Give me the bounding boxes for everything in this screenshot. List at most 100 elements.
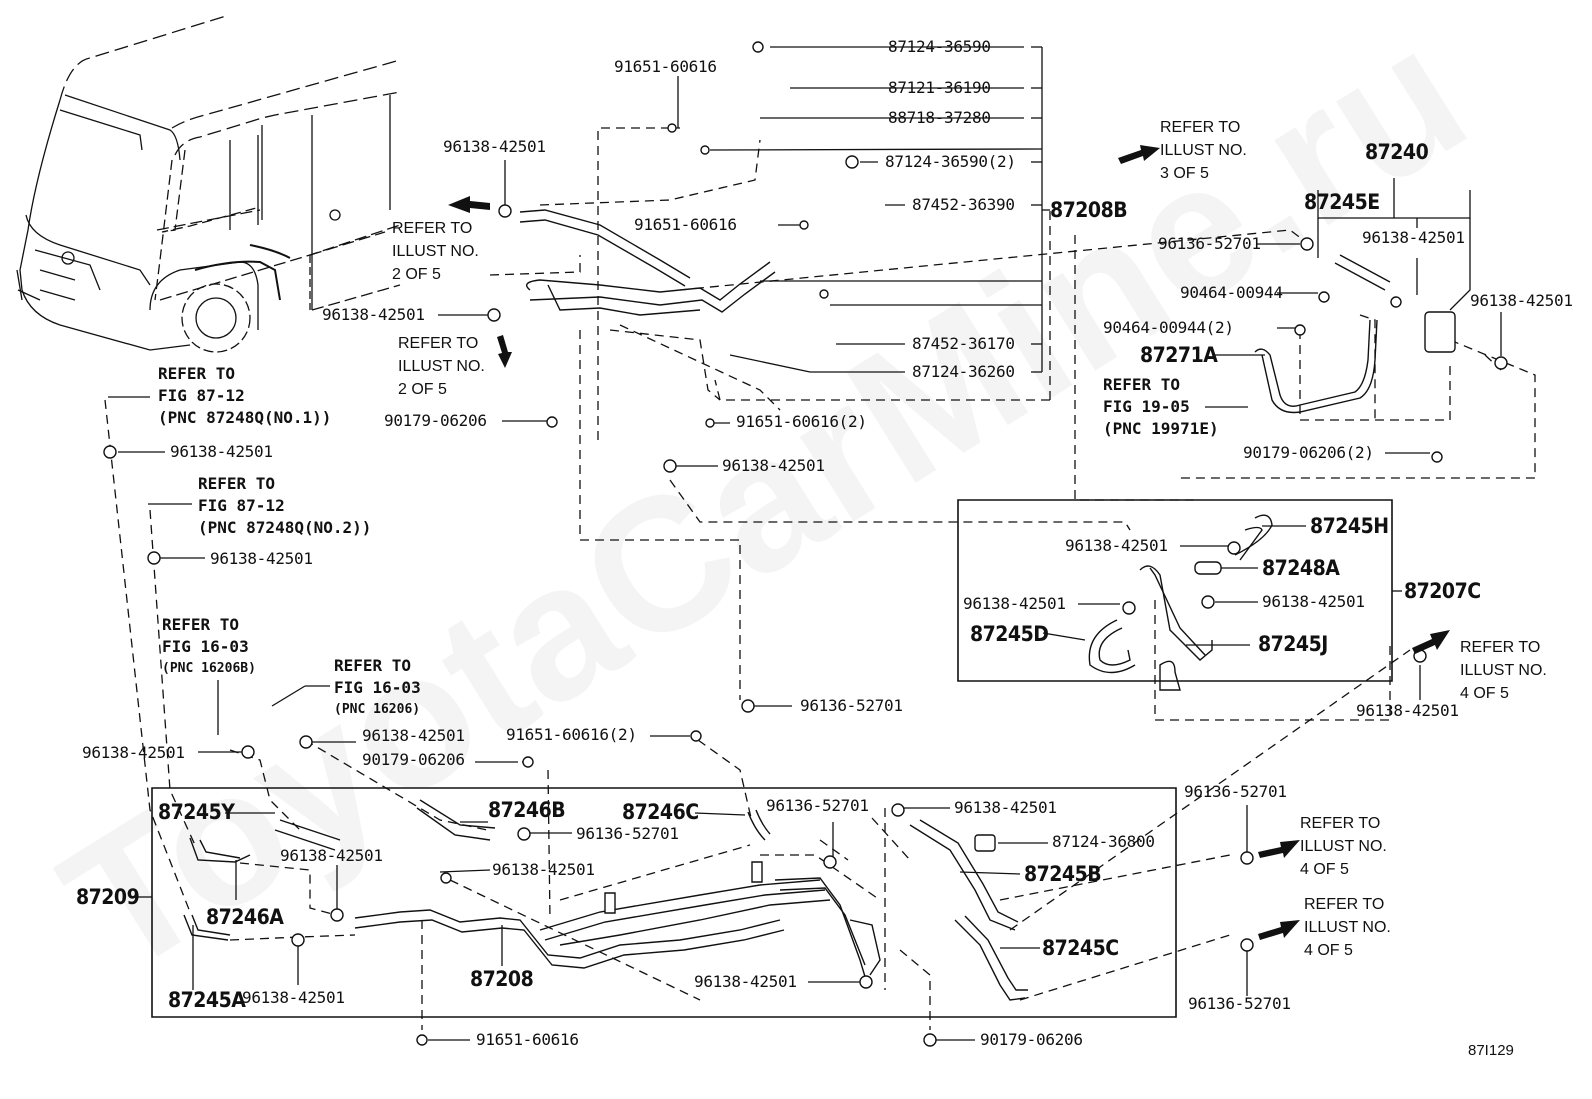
reference-illust-4-of-5-a[interactable]: REFER TO ILLUST NO. 4 OF 5 <box>1460 639 1547 702</box>
part-label-87124-36260[interactable]: 87124-36260 <box>912 362 1015 381</box>
part-label-87246C[interactable]: 87246C <box>622 800 699 824</box>
part-label-96138-42501-left-b[interactable]: 96138-42501 <box>210 549 313 568</box>
part-label-96138-42501-box-c[interactable]: 96138-42501 <box>492 860 595 879</box>
part-label-91651-60616-2-mid[interactable]: 91651-60616(2) <box>506 725 637 744</box>
part-label-87246B[interactable]: 87246B <box>488 798 566 822</box>
reference-illust-4-of-5-c[interactable]: REFER TO ILLUST NO. 4 OF 5 <box>1304 896 1391 959</box>
clamp-icon <box>1122 601 1136 615</box>
part-label-96138-42501-sub-a[interactable]: 96138-42501 <box>1065 536 1168 555</box>
reference-fig-16-03-line1: REFER TO <box>334 656 412 675</box>
part-label-87452-36390[interactable]: 87452-36390 <box>912 195 1015 214</box>
part-label-96138-42501-sub-b[interactable]: 96138-42501 <box>1262 592 1365 611</box>
reference-illust-2-of-5-a[interactable]: REFER TO ILLUST NO. 2 OF 5 <box>392 220 479 283</box>
part-label-90179-06206-2[interactable]: 90179-06206(2) <box>1243 443 1374 462</box>
part-label-87245Y[interactable]: 87245Y <box>158 800 235 824</box>
reference-illust-2-of-5-b[interactable]: REFER TO ILLUST NO. 2 OF 5 <box>398 335 485 398</box>
part-label-90464-00944-2[interactable]: 90464-00944(2) <box>1103 318 1234 337</box>
part-label-96138-42501-left[interactable]: 96138-42501 <box>322 305 425 324</box>
reference-fig-16-03[interactable]: REFER TO FIG 16-03 (PNC 16206) <box>334 655 421 721</box>
clamp-icon <box>487 308 501 322</box>
part-label-96136-52701-valve[interactable]: 96136-52701 <box>1158 234 1261 253</box>
bracket-icon <box>752 862 762 882</box>
part-label-87245A[interactable]: 87245A <box>168 988 246 1012</box>
reference-fig-19-05-line3: (PNC 19971E) <box>1103 419 1219 438</box>
part-label-96136-52701-right-top[interactable]: 96136-52701 <box>1184 782 1287 801</box>
part-label-91651-60616-bottom[interactable]: 91651-60616 <box>476 1030 579 1049</box>
part-label-87245J[interactable]: 87245J <box>1258 632 1328 656</box>
part-label-96138-42501-box-d[interactable]: 96138-42501 <box>242 988 345 1007</box>
clamp-icon <box>440 872 452 884</box>
reference-fig-87-12-no2[interactable]: REFER TO FIG 87-12 (PNC 87248Q(NO.2)) <box>198 473 371 539</box>
part-label-88718-37280[interactable]: 88718-37280 <box>888 108 991 127</box>
part-label-96138-42501-sub-c[interactable]: 96138-42501 <box>963 594 1066 613</box>
part-label-87245E[interactable]: 87245E <box>1304 190 1380 214</box>
reference-fig-16-03-b-line1: REFER TO <box>162 615 240 634</box>
clamp-icon <box>517 827 531 841</box>
clamp-icon <box>330 908 344 922</box>
grommet-icon <box>1431 451 1443 463</box>
part-label-96136-52701-right-bottom[interactable]: 96136-52701 <box>1188 994 1291 1013</box>
part-label-87124-36590-2[interactable]: 87124-36590(2) <box>885 152 1016 171</box>
reference-fig-87-12-no1-line2: FIG 87-12 <box>158 386 245 405</box>
reference-fig-19-05[interactable]: REFER TO FIG 19-05 (PNC 19971E) <box>1103 374 1219 440</box>
reference-fig-16-03-b-line2: FIG 16-03 <box>162 637 249 656</box>
part-label-91651-60616-2-top[interactable]: 91651-60616(2) <box>736 412 867 431</box>
part-label-87248A[interactable]: 87248A <box>1262 556 1340 580</box>
part-label-90179-06206-bottom[interactable]: 90179-06206 <box>980 1030 1083 1049</box>
assembly-label-87207C[interactable]: 87207C <box>1404 579 1481 603</box>
assembly-label-87240[interactable]: 87240 <box>1365 140 1429 164</box>
part-label-96138-42501-box-b[interactable]: 96138-42501 <box>280 846 383 865</box>
arrows <box>448 145 1450 940</box>
bolt-icon <box>667 123 677 133</box>
assembly-label-87209[interactable]: 87209 <box>76 885 140 909</box>
reference-fig-87-12-no1[interactable]: REFER TO FIG 87-12 (PNC 87248Q(NO.1)) <box>158 363 331 429</box>
reference-illust-3-of-5[interactable]: REFER TO ILLUST NO. 3 OF 5 <box>1160 119 1247 182</box>
clip-icon <box>845 155 859 169</box>
part-label-87124-36590[interactable]: 87124-36590 <box>888 37 991 56</box>
part-label-87245C[interactable]: 87245C <box>1042 936 1119 960</box>
pipe-shapes <box>184 210 1390 1000</box>
clip-icon <box>741 699 755 713</box>
reference-fig-87-12-no2-line2: FIG 87-12 <box>198 496 285 515</box>
part-label-90179-06206-top[interactable]: 90179-06206 <box>384 411 487 430</box>
part-label-96136-52701-box-b[interactable]: 96136-52701 <box>766 796 869 815</box>
part-label-96138-42501-center[interactable]: 96138-42501 <box>722 456 825 475</box>
part-label-96138-42501-box-e[interactable]: 96138-42501 <box>694 972 797 991</box>
part-label-87124-36800[interactable]: 87124-36800 <box>1052 832 1155 851</box>
part-label-87121-36190[interactable]: 87121-36190 <box>888 78 991 97</box>
part-label-96138-42501-valve-a[interactable]: 96138-42501 <box>1362 228 1465 247</box>
part-label-90464-00944[interactable]: 90464-00944 <box>1180 283 1283 302</box>
bolt-icon <box>690 730 702 742</box>
part-label-87271A[interactable]: 87271A <box>1140 343 1218 367</box>
part-label-96138-42501-left-c[interactable]: 96138-42501 <box>82 743 185 762</box>
clip-icon <box>752 41 764 53</box>
part-label-96138-42501-box-a[interactable]: 96138-42501 <box>954 798 1057 817</box>
part-label-87245H[interactable]: 87245H <box>1310 514 1389 538</box>
part-label-96138-42501-left-a[interactable]: 96138-42501 <box>170 442 273 461</box>
part-label-96138-42501-sub-out[interactable]: 96138-42501 <box>1356 701 1459 720</box>
part-label-96138-42501-top[interactable]: 96138-42501 <box>443 137 546 156</box>
clamp-icon <box>891 803 905 817</box>
assembly-label-87208B[interactable]: 87208B <box>1050 198 1128 222</box>
clamp-icon <box>663 459 677 473</box>
part-label-87245B[interactable]: 87245B <box>1024 862 1102 886</box>
part-label-96138-42501-valve-b[interactable]: 96138-42501 <box>1470 291 1573 310</box>
assembly-box-87209 <box>152 788 1176 1017</box>
part-label-87452-36170[interactable]: 87452-36170 <box>912 334 1015 353</box>
clamp-icon <box>859 975 873 989</box>
part-label-87245D[interactable]: 87245D <box>970 622 1049 646</box>
part-label-96138-42501-left-d[interactable]: 96138-42501 <box>362 726 465 745</box>
reference-fig-87-12-no2-line3: (PNC 87248Q(NO.2)) <box>198 518 372 537</box>
part-label-87246A[interactable]: 87246A <box>206 905 284 929</box>
part-label-91651-60616-mid[interactable]: 91651-60616 <box>634 215 737 234</box>
reference-fig-16-03-b[interactable]: REFER TO FIG 16-03 (PNC 16206B) <box>162 614 256 680</box>
part-label-96136-52701-box-a[interactable]: 96136-52701 <box>576 824 679 843</box>
bolt-icon <box>416 1034 428 1046</box>
part-label-96136-52701-mid[interactable]: 96136-52701 <box>800 696 903 715</box>
bolt-icon <box>705 418 715 428</box>
part-label-91651-60616-top[interactable]: 91651-60616 <box>614 57 717 76</box>
reference-illust-4-of-5-b[interactable]: REFER TO ILLUST NO. 4 OF 5 <box>1300 815 1387 878</box>
part-label-90179-06206-mid[interactable]: 90179-06206 <box>362 750 465 769</box>
reference-fig-87-12-no1-line1: REFER TO <box>158 364 236 383</box>
part-label-87208[interactable]: 87208 <box>470 967 534 991</box>
